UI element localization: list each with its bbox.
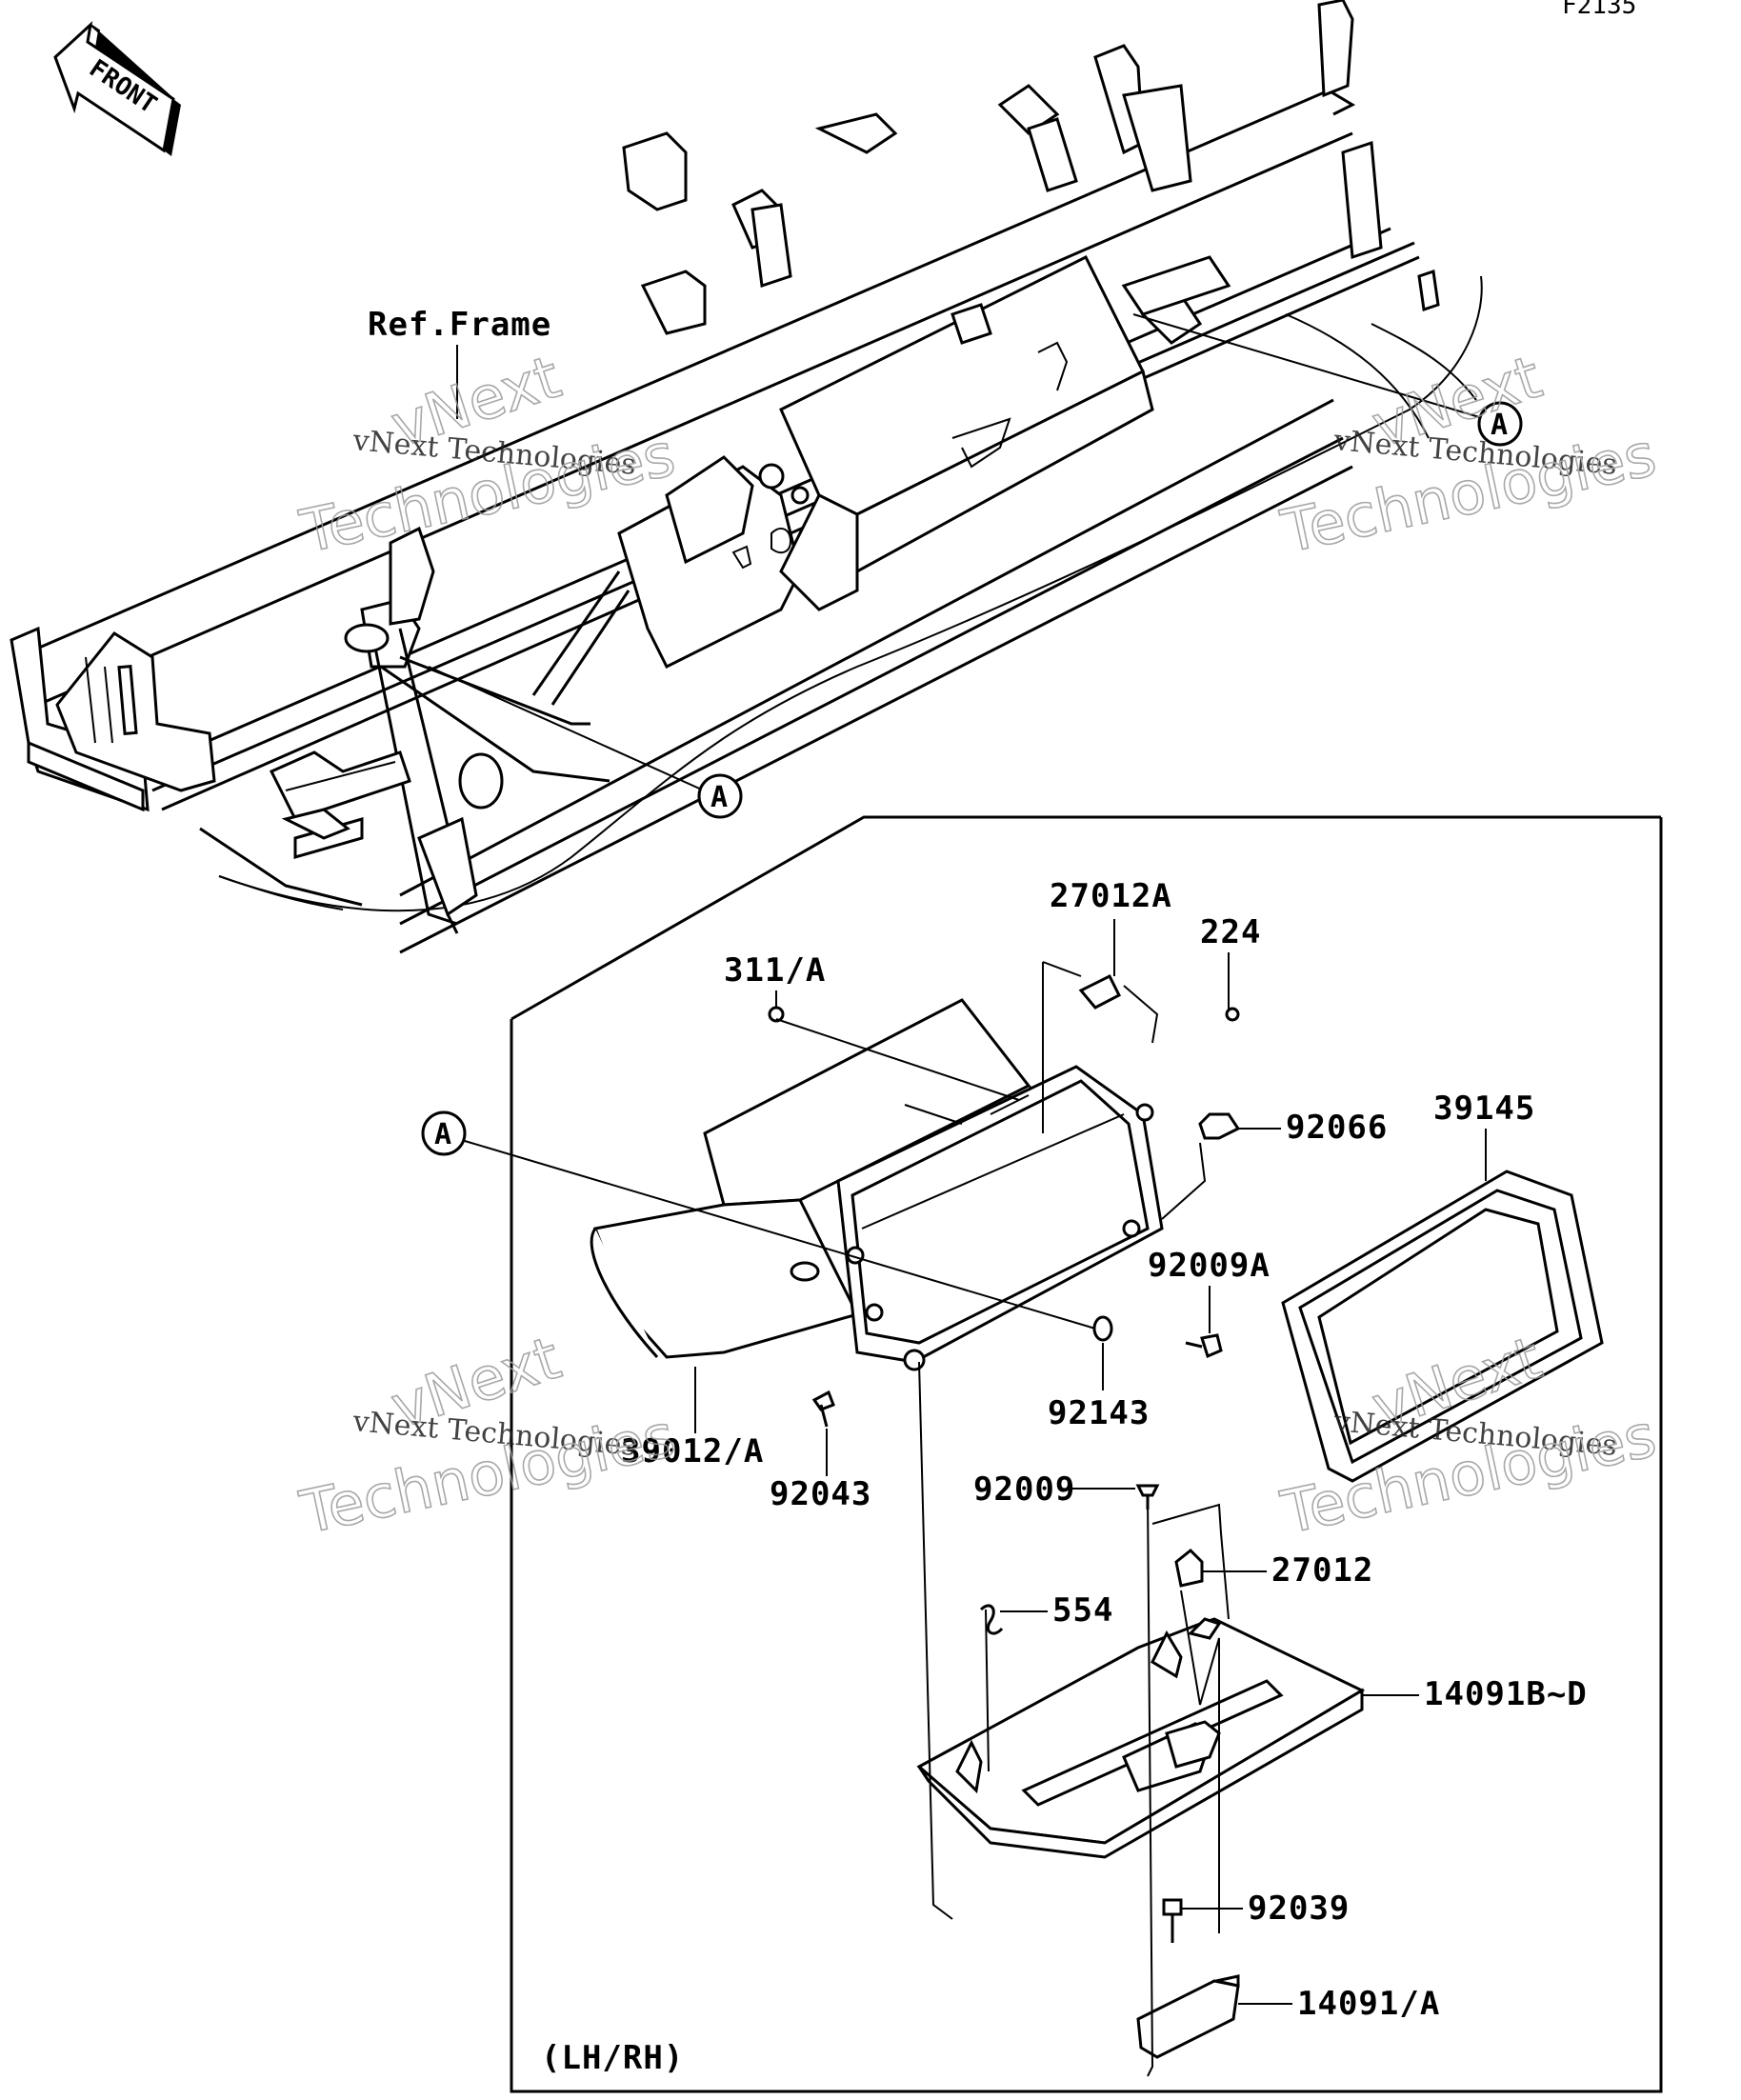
svg-text:A: A — [434, 1118, 451, 1151]
part-label-39145: 39145 — [1433, 1090, 1535, 1181]
svg-text:92009: 92009 — [973, 1470, 1075, 1509]
part-label-92066: 92066 — [1238, 1109, 1388, 1147]
variant-label: (LH/RH) — [541, 2039, 684, 2077]
front-arrow-icon: FRONT — [53, 20, 181, 156]
svg-text:92143: 92143 — [1048, 1394, 1150, 1432]
svg-text:27012A: 27012A — [1050, 877, 1172, 915]
detail-panel — [510, 815, 1663, 2093]
callout-a-panel: A — [421, 1110, 1096, 1330]
svg-text:554: 554 — [1052, 1591, 1113, 1630]
part-label-92143: 92143 — [1048, 1343, 1150, 1432]
watermark-top-right: vNext vNext Technologies Technologies — [1274, 341, 1662, 568]
part-label-92039: 92039 — [1181, 1890, 1350, 1928]
vehicle-frame-drawing — [10, 0, 1487, 954]
part-label-224: 224 — [1200, 913, 1261, 1010]
svg-text:92039: 92039 — [1248, 1890, 1350, 1928]
part-label-27012a: 27012A — [1050, 877, 1172, 976]
svg-text:311/A: 311/A — [724, 951, 826, 990]
figure-code: F2135 — [1562, 0, 1636, 20]
callout-a-frame-left: A — [697, 773, 743, 819]
part-label-311a: 311/A — [724, 951, 826, 1008]
watermark-bottom-left: vNext vNext Technologies Technologies — [293, 1322, 681, 1549]
ref-frame-label: Ref.Frame — [368, 306, 551, 344]
svg-text:A: A — [1491, 409, 1508, 442]
part-label-27012: 27012 — [1202, 1551, 1373, 1590]
svg-text:224: 224 — [1200, 913, 1261, 951]
part-label-554: 554 — [1000, 1591, 1113, 1630]
svg-text:27012: 27012 — [1271, 1551, 1373, 1590]
svg-text:39012/A: 39012/A — [621, 1432, 764, 1470]
svg-text:92009A: 92009A — [1148, 1247, 1271, 1285]
part-label-92009a: 92009A — [1148, 1247, 1271, 1333]
svg-text:39145: 39145 — [1433, 1090, 1535, 1128]
callout-a-frame-right: A — [1477, 401, 1523, 447]
svg-text:92066: 92066 — [1286, 1109, 1388, 1147]
svg-text:A: A — [710, 781, 728, 814]
part-label-92009: 92009 — [973, 1470, 1135, 1509]
part-label-14091bd: 14091B~D — [1362, 1675, 1588, 1713]
detail-parts-drawing — [590, 961, 1604, 2077]
svg-text:14091B~D: 14091B~D — [1424, 1675, 1588, 1713]
svg-text:14091/A: 14091/A — [1297, 1985, 1440, 2023]
part-label-92043: 92043 — [770, 1429, 871, 1513]
part-label-39012a: 39012/A — [621, 1367, 764, 1470]
svg-text:92043: 92043 — [770, 1475, 871, 1513]
part-label-14091a: 14091/A — [1238, 1985, 1440, 2023]
